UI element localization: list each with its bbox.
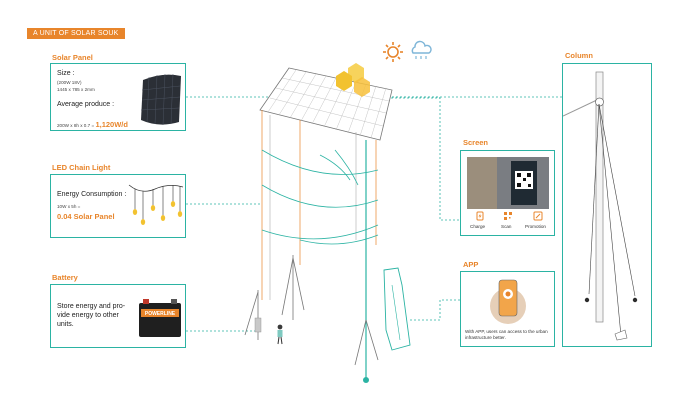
app-desc-2: infrastructure better. [465, 335, 506, 340]
app-phone-image [490, 279, 526, 324]
header-tag: A UNIT OF SOLAR SOUK [27, 28, 125, 39]
battery-desc-3: units. [57, 321, 74, 328]
weather-group [336, 40, 432, 97]
solar-panel-image [140, 73, 181, 126]
screen-title: Screen [463, 138, 489, 147]
energy-value: 0.04 Solar Panel [57, 212, 115, 221]
produce-line: 200W x 8h x 0.7 = 1,120W/d [57, 114, 128, 132]
app-card: With APP, users can access to the urban … [460, 271, 555, 347]
screen-features: Charge Scan Promotion [465, 211, 553, 235]
hex-cluster [336, 63, 370, 97]
energy-formula: 10W x 5h = [57, 204, 81, 209]
person-figure [277, 324, 283, 345]
column-title: Column [565, 51, 593, 60]
produce-value: 1,120W/d [95, 120, 128, 129]
battery-image: POWERLINE [139, 299, 181, 337]
size-spec-1: (200W 18V) [57, 80, 82, 85]
connector-app [410, 299, 460, 321]
screen-item-promotion: Promotion [525, 224, 546, 229]
battery-desc: Store energy and pro- vide energy to oth… [57, 302, 125, 329]
battery-brand: POWERLINE [145, 311, 176, 317]
battery-card: Store energy and pro- vide energy to oth… [50, 284, 186, 348]
solar-panel-card: Size : (200W 18V) 1445 x 785 x 2mm Avera… [50, 63, 186, 131]
scan-icon [504, 212, 512, 220]
energy-label: Energy Consumption : [57, 191, 127, 198]
size-label: Size : [57, 70, 75, 77]
connector-screen [380, 96, 460, 221]
size-spec-2: 1445 x 785 x 2mm [57, 87, 95, 92]
led-card: Energy Consumption : 10W x 5h = 0.04 Sol… [50, 174, 186, 238]
app-desc-1: With APP, users can access to the urban [465, 329, 548, 334]
app-title: APP [463, 260, 479, 269]
app-desc: With APP, users can access to the urban … [465, 329, 548, 341]
produce-formula: 200W x 8h x 0.7 = [57, 123, 96, 128]
cloud-rain-icon [411, 40, 432, 59]
battery-title: Battery [52, 273, 78, 282]
screen-card: Charge Scan Promotion [460, 150, 555, 236]
column-card [562, 63, 652, 347]
produce-label: Average produce : [57, 101, 115, 108]
led-chain-image [128, 184, 184, 225]
sun-icon [383, 42, 403, 62]
column-drawing [563, 71, 638, 341]
battery-desc-1: Store energy and pro- [57, 303, 126, 310]
promotion-icon [533, 211, 543, 221]
led-title: LED Chain Light [52, 163, 111, 172]
solar-panel-title: Solar Panel [52, 53, 93, 62]
battery-desc-2: vide energy to other [57, 312, 119, 319]
screen-item-scan: Scan [501, 224, 512, 229]
charge-icon [476, 211, 484, 221]
screen-item-charge: Charge [470, 224, 486, 229]
screen-photo [467, 157, 549, 209]
